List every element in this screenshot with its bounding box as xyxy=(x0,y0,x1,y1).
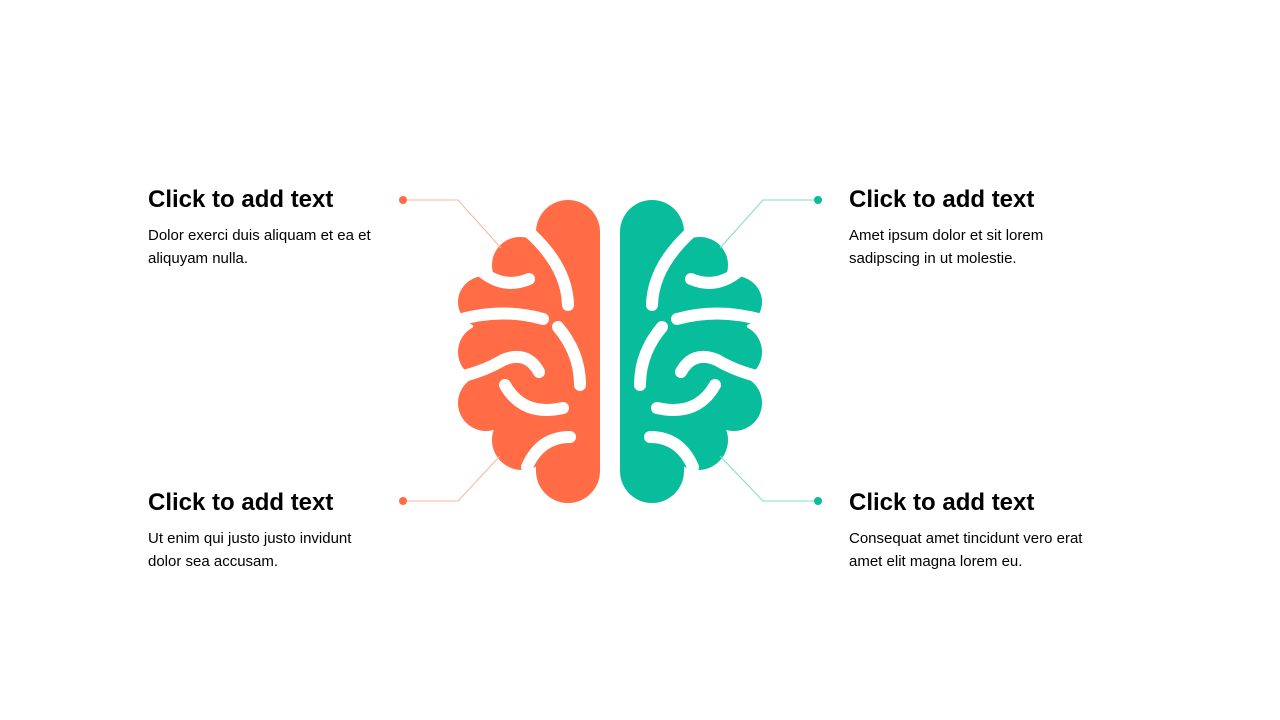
block-title[interactable]: Click to add text xyxy=(148,489,334,516)
text-block-bottom-right[interactable]: Click to add text Consequat amet tincidu… xyxy=(849,489,1089,573)
connector-top-left xyxy=(403,199,502,249)
block-body[interactable]: Amet ipsum dolor et sit lorem sadipscing… xyxy=(849,227,1044,267)
connector-dot xyxy=(814,497,822,505)
block-title[interactable]: Click to add text xyxy=(148,186,334,213)
text-block-bottom-left[interactable]: Click to add text Ut enim qui justo just… xyxy=(148,489,388,573)
right-hemisphere xyxy=(620,200,765,503)
block-body[interactable]: Dolor exerci duis aliquam et ea et aliqu… xyxy=(148,227,371,267)
text-block-top-left[interactable]: Click to add text Dolor exerci duis aliq… xyxy=(148,186,408,270)
connector-dot xyxy=(399,497,407,505)
block-title[interactable]: Click to add text xyxy=(849,489,1035,516)
text-block-top-right[interactable]: Click to add text Amet ipsum dolor et si… xyxy=(849,186,1089,270)
connector-bottom-left xyxy=(403,455,501,502)
block-title[interactable]: Click to add text xyxy=(849,186,1035,213)
block-body[interactable]: Ut enim qui justo justo invidunt dolor s… xyxy=(148,530,352,570)
connector-dot xyxy=(814,196,822,204)
connector-dot xyxy=(399,196,407,204)
left-hemisphere xyxy=(455,200,600,503)
connector-top-right xyxy=(719,199,818,249)
block-body[interactable]: Consequat amet tincidunt vero erat amet … xyxy=(849,530,1083,570)
connector-bottom-right xyxy=(719,455,818,502)
